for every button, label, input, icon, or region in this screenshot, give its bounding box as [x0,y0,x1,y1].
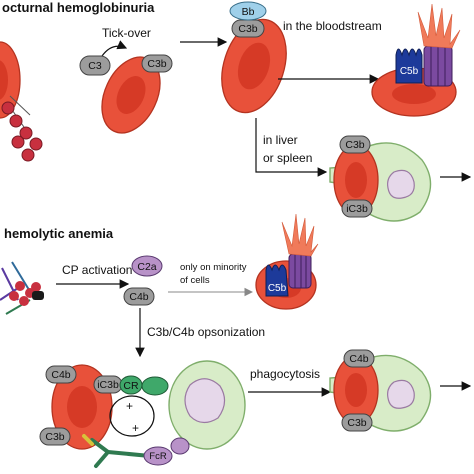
svg-text:C5b: C5b [268,283,287,294]
c3b-pill-5: C3b [341,413,373,432]
label-minority-1: only on minority [180,262,247,273]
ic3b-pill-2: iC3b [93,375,123,394]
rbc-bottom-right [333,355,379,425]
mac-pore-bottom [281,213,319,289]
arrow-liver [255,118,328,177]
svg-text:C4b: C4b [129,291,148,303]
synergy-loop: + + [109,395,155,437]
svg-text:C3b: C3b [147,58,166,70]
antibody-fcr: FcR [82,434,190,468]
title-bottom: hemolytic anemia [4,226,114,241]
svg-text:FcR: FcR [149,451,167,462]
rbc-liver [333,144,379,216]
label-phagocytosis: phagocytosis [250,367,320,381]
svg-text:C3b: C3b [347,417,366,429]
svg-text:C2a: C2a [137,261,156,273]
rbc-partial-top-left [0,41,21,119]
svg-text:iC3b: iC3b [97,379,119,391]
label-opsonization: C3b/C4b opsonization [147,325,265,339]
label-cp-activation: CP activation [62,263,132,277]
cr-receptor: CR [119,375,169,396]
svg-text:+: + [126,399,133,413]
tick-over-arrow [101,40,128,57]
rbc-c3b [101,56,161,134]
c3b-pill-3: C3b [339,135,371,154]
c4b-pill-3: C4b [343,349,375,368]
label-minority-2: of cells [180,275,210,286]
c2a-pill: C2a [131,255,163,277]
ic3b-pill-1: iC3b [341,199,373,218]
label-tick-over: Tick-over [102,26,151,40]
label-bloodstream: in the bloodstream [283,19,382,33]
svg-text:iC3b: iC3b [346,203,368,215]
rbc-bb [221,18,287,114]
mac-pore-top [417,3,461,87]
c4b-pill-2: C4b [45,365,77,384]
immune-complex [0,261,44,315]
c5b-blue-bottom: C5b [265,264,289,297]
svg-text:C4b: C4b [51,369,70,381]
label-liver-1: in liver [263,133,298,147]
svg-text:C3b: C3b [45,431,64,443]
svg-text:C3b: C3b [345,139,364,151]
c3b-pill-4: C3b [39,427,71,446]
c5b-blue-top: C5b [395,48,423,84]
c4b-pill-1: C4b [123,287,155,306]
svg-text:C5b: C5b [400,66,419,77]
svg-text:C4b: C4b [349,353,368,365]
c3b-pill-2: C3b [231,19,265,38]
svg-text:CR: CR [123,380,139,392]
title-top: octurnal hemoglobinuria [2,0,155,15]
svg-text:+: + [132,421,139,435]
mac-chain [1,95,43,162]
svg-text:Bb: Bb [242,6,255,18]
c3b-pill-1: C3b [141,54,173,73]
svg-text:C3: C3 [88,60,102,72]
macrophage-bottom-left [168,360,246,450]
c3-pill: C3 [79,55,111,76]
label-liver-2: or spleen [263,151,312,165]
bb-pill: Bb [229,1,267,21]
svg-text:C3b: C3b [238,23,257,35]
